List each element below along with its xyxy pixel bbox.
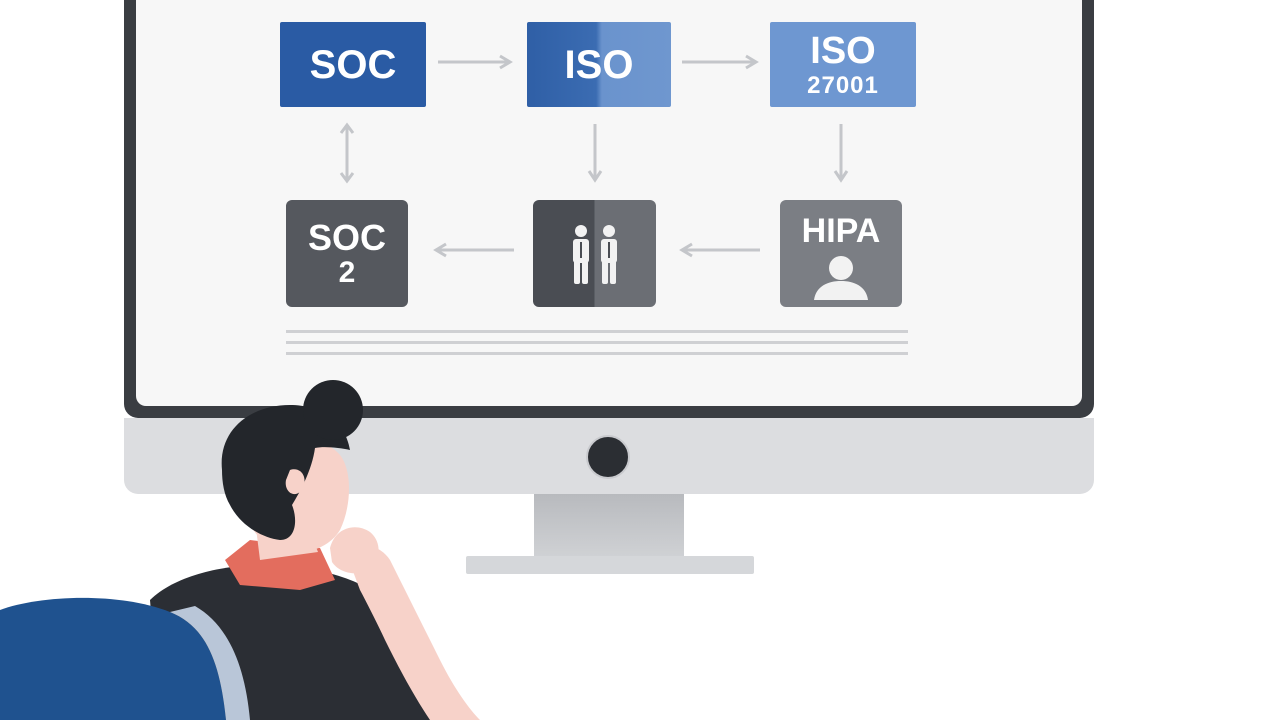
hand <box>330 527 379 574</box>
hair-bun <box>303 380 363 440</box>
node-iso27001: ISO 27001 <box>770 22 916 107</box>
node-soc2-line1: SOC <box>307 216 386 258</box>
node-soc2: SOC 2 <box>286 200 408 307</box>
node-soc2-line2: 2 <box>338 255 356 289</box>
node-iso-label: ISO <box>564 42 634 87</box>
ear <box>285 469 305 495</box>
hair <box>221 405 350 540</box>
node-hipa: HIPA <box>780 200 902 307</box>
arrow-hipa-to-people <box>679 242 760 258</box>
double-arrow-soc-soc2 <box>339 122 355 184</box>
arm <box>345 544 480 720</box>
chair-back <box>0 597 226 720</box>
divider-line-3 <box>286 352 908 355</box>
arrow-iso27001-to-hipa <box>833 124 849 183</box>
two-people-icon <box>572 224 617 284</box>
arrow-people-to-soc2 <box>433 242 514 258</box>
monitor-stand-neck <box>534 494 684 556</box>
person-at-desk <box>0 380 480 720</box>
divider-line-2 <box>286 341 908 344</box>
node-soc: SOC <box>280 22 426 107</box>
arrow-soc-to-iso <box>438 54 513 70</box>
node-hipa-label: HIPA <box>801 212 881 250</box>
node-iso27001-line2: 27001 <box>807 71 879 99</box>
user-icon <box>814 256 868 300</box>
arrow-iso-to-people <box>587 124 603 183</box>
divider-line-1 <box>286 330 908 333</box>
monitor-stand-base <box>466 556 754 574</box>
node-iso27001-line1: ISO <box>810 29 876 72</box>
node-people <box>533 200 656 307</box>
node-iso: ISO <box>527 22 671 107</box>
chair-edge <box>170 606 250 720</box>
arrow-iso-to-iso27001 <box>682 54 759 70</box>
node-soc-label: SOC <box>309 42 397 87</box>
webcam-icon <box>586 435 630 479</box>
